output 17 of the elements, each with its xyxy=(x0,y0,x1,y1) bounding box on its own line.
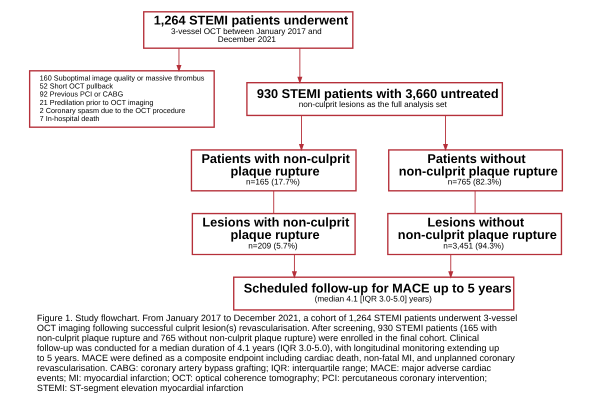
node-box: 1,264 STEMI patients underwent 3-vessel OCT between January 2017 and December 2021 xyxy=(142,11,353,49)
connector xyxy=(272,190,274,214)
node-box: 160 Suboptimal image quality or massive thrombus 52 Short OCT pullback 92 Previous PCI or CABG 21 Predilation prior to OCT imaging 2 Coronary spasm due to the OCT procedure 7 In-hospital death xyxy=(28,70,214,128)
connector xyxy=(474,190,476,214)
arrow xyxy=(176,48,181,72)
node-box: Lesions with non-culprit plaque rupture n=209 (5.7%) xyxy=(191,212,356,256)
arrow xyxy=(291,254,296,279)
node-box: Scheduled follow-up for MACE up to 5 years (median 4.1 [IQR 3.0-5.0] years) xyxy=(232,276,514,311)
node-box: Patients without non-culprit plaque rupture n=765 (82.3%) xyxy=(388,149,563,192)
node-box: Lesions without non-culprit plaque rupture n=3,451 (94.3%) xyxy=(386,212,562,256)
arrow xyxy=(298,115,304,152)
arrow xyxy=(442,115,448,152)
arrow xyxy=(296,48,302,84)
node-box: Patients with non-culprit plaque rupture n=165 (17.7%) xyxy=(190,149,356,192)
caption: Figure 1. Study flowchart. From January 2017 to December 2021, a cohort of 1,264 STEMI patients underwent 3-vessel OCT imaging following successful culprit lesion(s) revascularisation. After screening, 930 STEMI patients (165 with non-culprit plaque rupture and 765 without non-culprit plaque rupture) were enrolled in the final cohort. Clinical follow-up was conducted for a median duration of 4.1 years (IQR 3.0-5.0), with longitudinal monitoring extending up to 5 years. MACE were defined as a composite endpoint including cardiac death, non-fatal MI, and unplanned coronary revascularisation. CABG: coronary artery bypass grafting; IQR: interquartile range; MACE: major adverse cardiac events; MI: myocardial infarction; OCT: optical coherence tomography; PCI: percutaneous coronary intervention; STEMI: ST-segment elevation myocardial infarction xyxy=(36,312,517,393)
node-box: 930 STEMI patients with 3,660 untreated non-culprit lesions as the full analysis set xyxy=(246,82,503,116)
arrow xyxy=(448,254,453,279)
